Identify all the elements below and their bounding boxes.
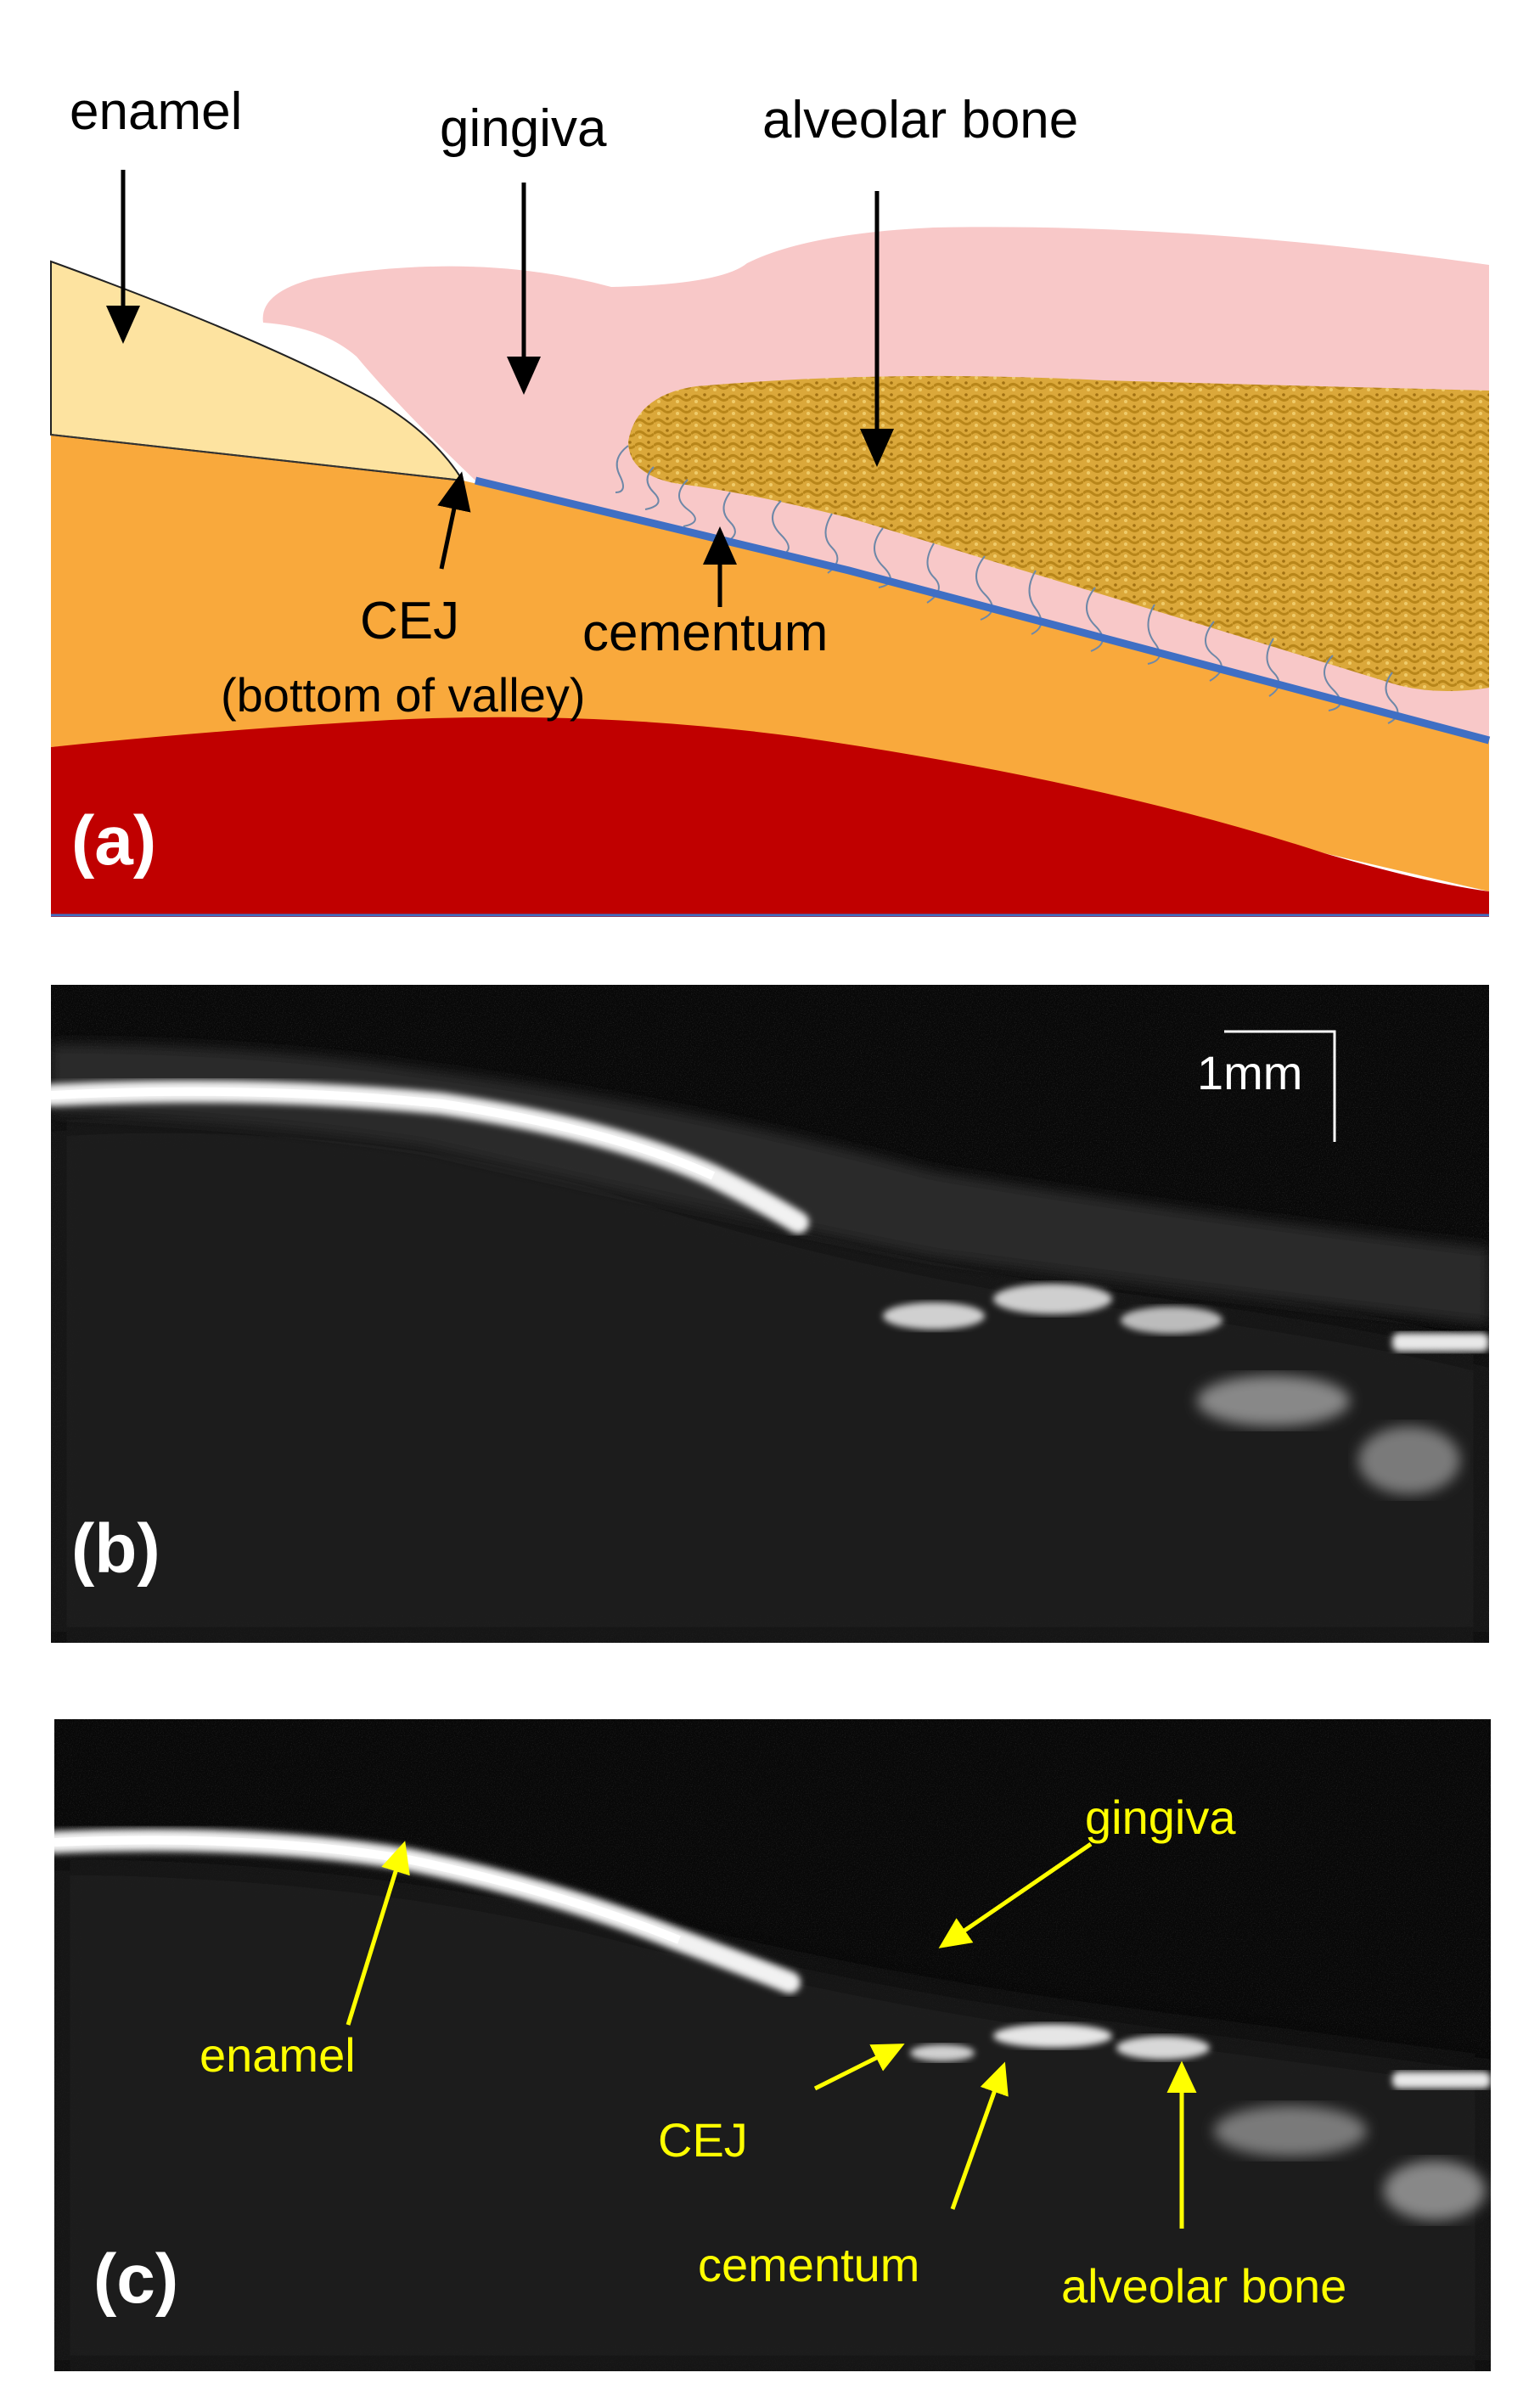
panel-c-annotated: gingiva enamel CEJ cementum alveolar bon…: [54, 1719, 1491, 2371]
panel-c-label: (c): [93, 2240, 178, 2318]
panel-b-label: (b): [71, 1510, 160, 1588]
c-arrow-gingiva: [938, 1841, 1093, 1948]
label-enamel: enamel: [70, 82, 242, 141]
c-label-gingiva: gingiva: [1085, 1791, 1236, 1844]
enamel-region: [50, 260, 464, 482]
dentin-region: [51, 435, 1489, 891]
label-cej: CEJ: [360, 592, 459, 650]
label-cementum: cementum: [582, 604, 828, 662]
label-alveolar-bone: alveolar bone: [762, 91, 1078, 149]
c-arrow-enamel: [346, 1841, 410, 2026]
c-arrow-cementum: [950, 2061, 1009, 2210]
scale-bar-label: 1mm: [1197, 1046, 1302, 1099]
scale-bar: [1224, 1030, 1336, 1142]
c-arrow-cej: [813, 2044, 905, 2091]
arrow-cej: [437, 471, 471, 570]
label-gingiva: gingiva: [440, 99, 607, 158]
c-label-cementum: cementum: [698, 2238, 919, 2291]
c-label-cej: CEJ: [658, 2113, 748, 2167]
cementum-layer: [474, 476, 1491, 745]
panel-a-label: (a): [71, 802, 156, 880]
c-label-enamel: enamel: [200, 2028, 356, 2082]
ligament-fibers: [615, 445, 1399, 724]
c-label-alveolar-bone: alveolar bone: [1061, 2259, 1346, 2313]
pulp-region: [51, 717, 1489, 917]
panel-b-ultrasound: 1mm (b): [51, 985, 1489, 1643]
panel-a-schematic: enamel gingiva alveolar bone CEJ (bottom…: [50, 82, 1491, 917]
label-cej-note: (bottom of valley): [221, 668, 586, 722]
cej-boundary: [50, 434, 464, 481]
alveolar-bone-region: [628, 375, 1489, 691]
